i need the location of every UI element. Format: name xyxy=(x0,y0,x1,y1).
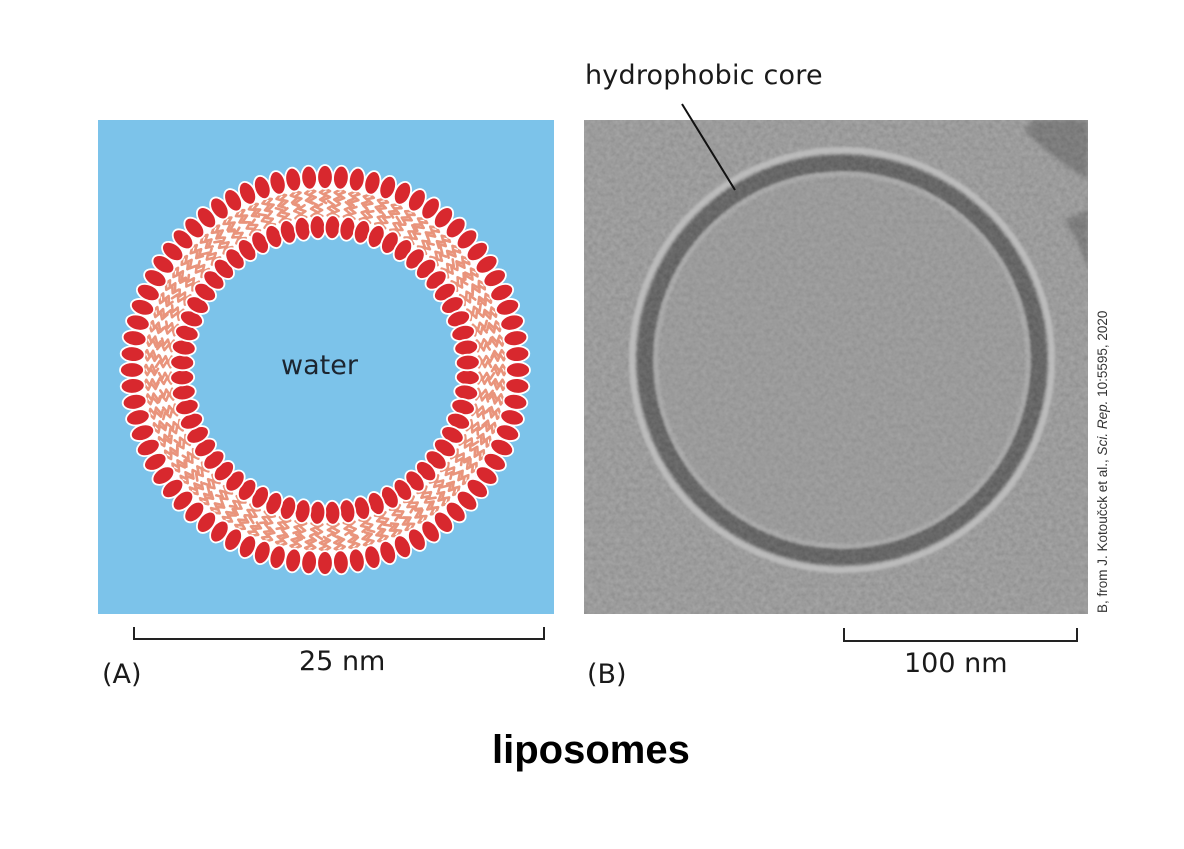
scale-bar-a xyxy=(133,627,545,640)
cryo-em-micrograph-panel xyxy=(584,120,1088,614)
figure-title: liposomes xyxy=(492,728,690,772)
scale-bar-b xyxy=(843,628,1078,642)
panel-a-letter: (A) xyxy=(102,659,142,690)
liposome-schematic-panel xyxy=(98,120,554,614)
lipid-bilayer-ring xyxy=(119,164,531,576)
panel-b-letter: (B) xyxy=(587,659,627,690)
scale-bar-a-label: 25 nm xyxy=(299,646,386,677)
credit-suffix: 10:5595, 2020 xyxy=(1095,310,1110,401)
credit-journal: Sci. Rep. xyxy=(1095,400,1110,456)
credit-prefix: B, from J. Kotoučck et al., xyxy=(1095,455,1110,613)
scale-bar-b-label: 100 nm xyxy=(904,648,1008,679)
water-label: water xyxy=(281,350,358,381)
hydrophobic-core-callout: hydrophobic core xyxy=(585,60,823,91)
phospholipid-head xyxy=(504,345,531,363)
image-credit: B, from J. Kotoučck et al., Sci. Rep. 10… xyxy=(1095,311,1110,613)
phospholipid-head xyxy=(454,353,481,372)
